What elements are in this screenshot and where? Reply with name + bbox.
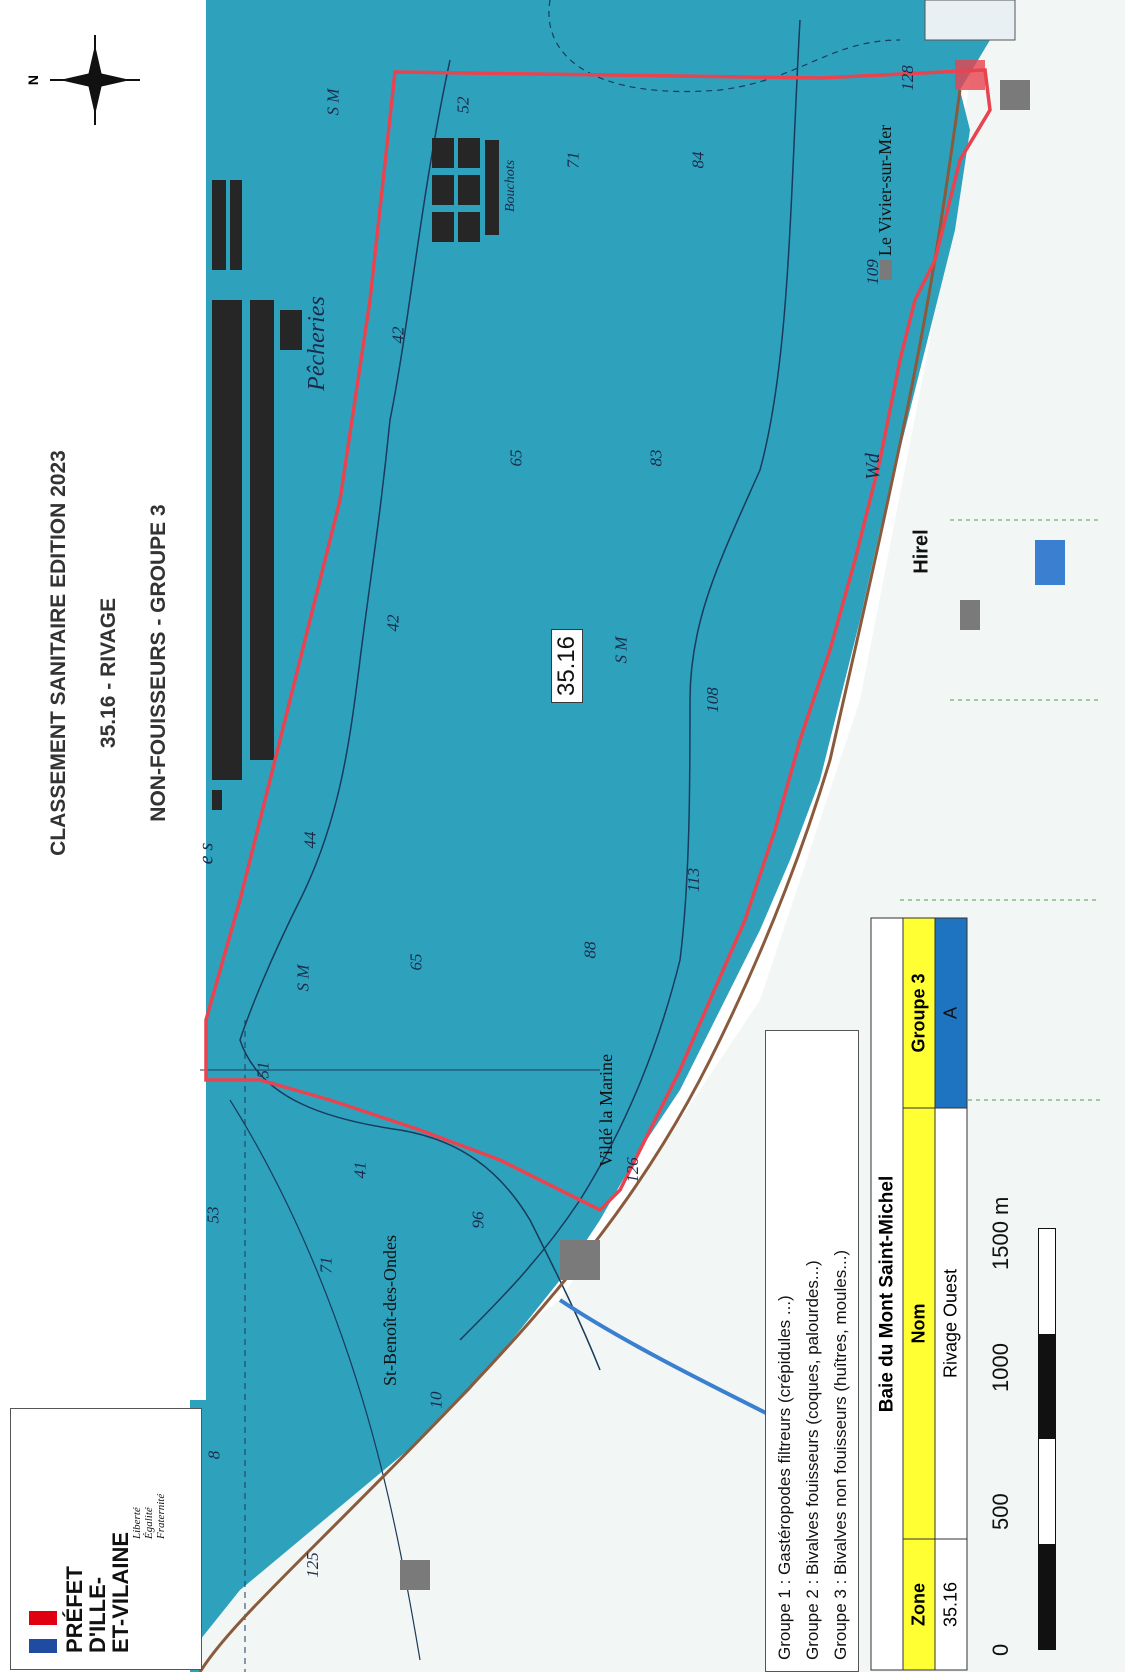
depth-label: 41 bbox=[350, 1161, 370, 1179]
wd-label: Wd bbox=[861, 453, 884, 480]
legend-group-2: Groupe 2 : Bivalves fouisseurs (coques, … bbox=[803, 1260, 822, 1660]
depth-label: 113 bbox=[684, 867, 704, 893]
prefet-text: PRÉFET D'ILLE- ET-VILAINE bbox=[62, 1531, 133, 1653]
pecheries-label: Pêcheries bbox=[303, 296, 330, 391]
scale-segments bbox=[1038, 1228, 1056, 1650]
depth-label: 51 bbox=[253, 1061, 273, 1079]
cell-nom: Rivage Ouest bbox=[935, 1107, 966, 1538]
scale-bar: 0 500 1000 1500 m bbox=[968, 1180, 1078, 1670]
depth-label: 44 bbox=[300, 831, 320, 849]
zone-classification-table: Baie du Mont Saint-Michel Zone Nom Group… bbox=[870, 917, 967, 1670]
map-title: CLASSEMENT SANITAIRE EDITION 2023 bbox=[47, 450, 70, 856]
harbor bbox=[955, 60, 985, 90]
es-label: e s bbox=[195, 842, 218, 865]
depth-label: 109 bbox=[862, 259, 882, 285]
scale-label: 500 bbox=[988, 1493, 1013, 1530]
lagoon bbox=[1035, 540, 1065, 585]
canal bbox=[558, 1298, 781, 1422]
dashed-boundary bbox=[548, 0, 901, 93]
depth-label: 52 bbox=[453, 96, 473, 114]
zone-tag: 35.16 bbox=[551, 628, 584, 704]
zone-boundary bbox=[204, 68, 992, 1213]
header-nom: Nom bbox=[903, 1107, 934, 1538]
prefecture-logo: PRÉFET D'ILLE- ET-VILAINE Liberté Égalit… bbox=[10, 1408, 202, 1670]
depth-label: 71 bbox=[563, 151, 583, 169]
depth-label: 42 bbox=[388, 326, 408, 344]
depth-label: 71 bbox=[316, 1256, 336, 1274]
scale-label: 1000 bbox=[988, 1343, 1013, 1392]
harbor-basin bbox=[924, 0, 1016, 41]
table-row: 35.16 Rivage Ouest A bbox=[935, 917, 967, 1670]
depth-label: 84 bbox=[688, 151, 708, 169]
legend-group-3: Groupe 3 : Bivalves non fouisseurs (huît… bbox=[831, 1249, 850, 1660]
depth-label: 96 bbox=[468, 1211, 488, 1229]
depth-label: 53 bbox=[203, 1206, 223, 1224]
town-blocks bbox=[400, 80, 1030, 1590]
north-label: N bbox=[25, 74, 42, 86]
depth-label: 8 bbox=[204, 1450, 224, 1460]
french-flag-icon bbox=[29, 1611, 57, 1653]
header-zone: Zone bbox=[903, 1538, 934, 1669]
header-groupe-3: Groupe 3 bbox=[903, 918, 934, 1107]
table-header-row: Zone Nom Groupe 3 bbox=[903, 917, 935, 1670]
sea-area bbox=[190, 0, 1000, 1672]
depth-label: 108 bbox=[702, 687, 722, 713]
depth-label: 125 bbox=[302, 1552, 322, 1578]
scale-label: 0 bbox=[988, 1643, 1013, 1656]
depth-label: 83 bbox=[646, 449, 666, 467]
depth-label: 128 bbox=[897, 65, 917, 91]
devise-text: Liberté Égalité Fraternité bbox=[131, 1493, 167, 1539]
sm-label-3: S M bbox=[293, 964, 313, 992]
depth-label: 42 bbox=[383, 614, 403, 632]
vilde-label: Vildé la Marine bbox=[595, 1054, 616, 1167]
field-lines bbox=[880, 519, 1100, 1101]
cell-grade: A bbox=[935, 918, 966, 1107]
depth-label: 10 bbox=[426, 1391, 446, 1409]
sm-label-1: S M bbox=[323, 88, 343, 116]
sm-label-2: S M bbox=[611, 636, 631, 664]
depth-contour bbox=[229, 1099, 421, 1661]
table-title: Baie du Mont Saint-Michel bbox=[870, 917, 903, 1670]
group-label: NON-FOUISSEURS - GROUPE 3 bbox=[147, 504, 170, 822]
cell-zone: 35.16 bbox=[935, 1538, 966, 1669]
map-subtitle: 35.16 - RIVAGE bbox=[97, 597, 120, 749]
depth-label: 126 bbox=[622, 1157, 642, 1183]
north-arrow-icon bbox=[50, 35, 140, 125]
bouchots-label: Bouchots bbox=[503, 159, 519, 213]
depth-label: 65 bbox=[406, 953, 426, 971]
vivier-label: Le Vivier-sur-Mer bbox=[875, 124, 896, 257]
depth-contour bbox=[239, 59, 601, 1371]
depth-label: 65 bbox=[506, 449, 526, 467]
scale-label: 1500 m bbox=[988, 1196, 1013, 1270]
legend-group-1: Groupe 1 : Gastéropodes filtreurs (crépi… bbox=[775, 1295, 794, 1660]
st-benoit-label: St-Benoît-des-Ondes bbox=[379, 1235, 400, 1386]
coast-road bbox=[198, 89, 962, 1672]
hirel-label: Hirel bbox=[910, 529, 933, 574]
groups-legend: Groupe 1 : Gastéropodes filtreurs (crépi… bbox=[765, 1030, 859, 1672]
depth-label: 88 bbox=[580, 941, 600, 959]
mussel-parks bbox=[212, 138, 499, 810]
